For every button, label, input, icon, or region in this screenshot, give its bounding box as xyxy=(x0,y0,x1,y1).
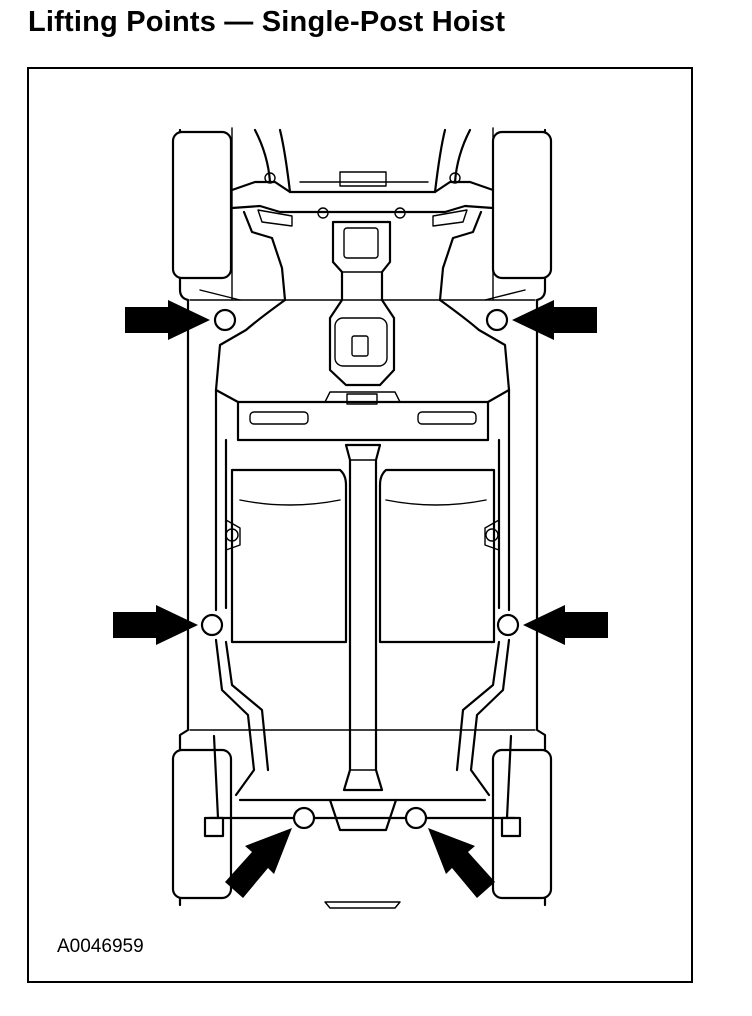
figure-id: A0046959 xyxy=(57,936,144,957)
lift-point-middle-left xyxy=(200,613,224,637)
lift-point-front-right xyxy=(485,308,509,332)
front-right-tire xyxy=(491,130,553,280)
arrow-rear-right xyxy=(428,828,495,898)
arrow-middle-left xyxy=(113,605,198,645)
frame-rails xyxy=(214,438,511,797)
body-outline xyxy=(178,127,547,907)
lift-point-middle-right xyxy=(496,613,520,637)
arrow-front-right xyxy=(512,300,597,340)
rear-axle xyxy=(203,734,522,909)
figure-frame xyxy=(27,67,693,983)
arrow-middle-right xyxy=(523,605,608,645)
front-left-tire xyxy=(171,130,233,280)
page-title: Lifting Points — Single-Post Hoist xyxy=(28,6,506,38)
lift-point-rear-right xyxy=(404,806,428,830)
front-frame xyxy=(199,289,526,392)
right-floor-pan xyxy=(378,468,496,644)
left-floor-pan xyxy=(230,468,348,644)
engine-transmission xyxy=(328,220,396,387)
lift-point-front-left xyxy=(213,308,237,332)
crossmember xyxy=(214,388,511,442)
driveshaft xyxy=(342,443,384,792)
arrow-front-left xyxy=(125,300,210,340)
arrow-rear-left xyxy=(225,828,292,898)
lift-point-rear-left xyxy=(292,806,316,830)
front-suspension xyxy=(230,128,495,302)
